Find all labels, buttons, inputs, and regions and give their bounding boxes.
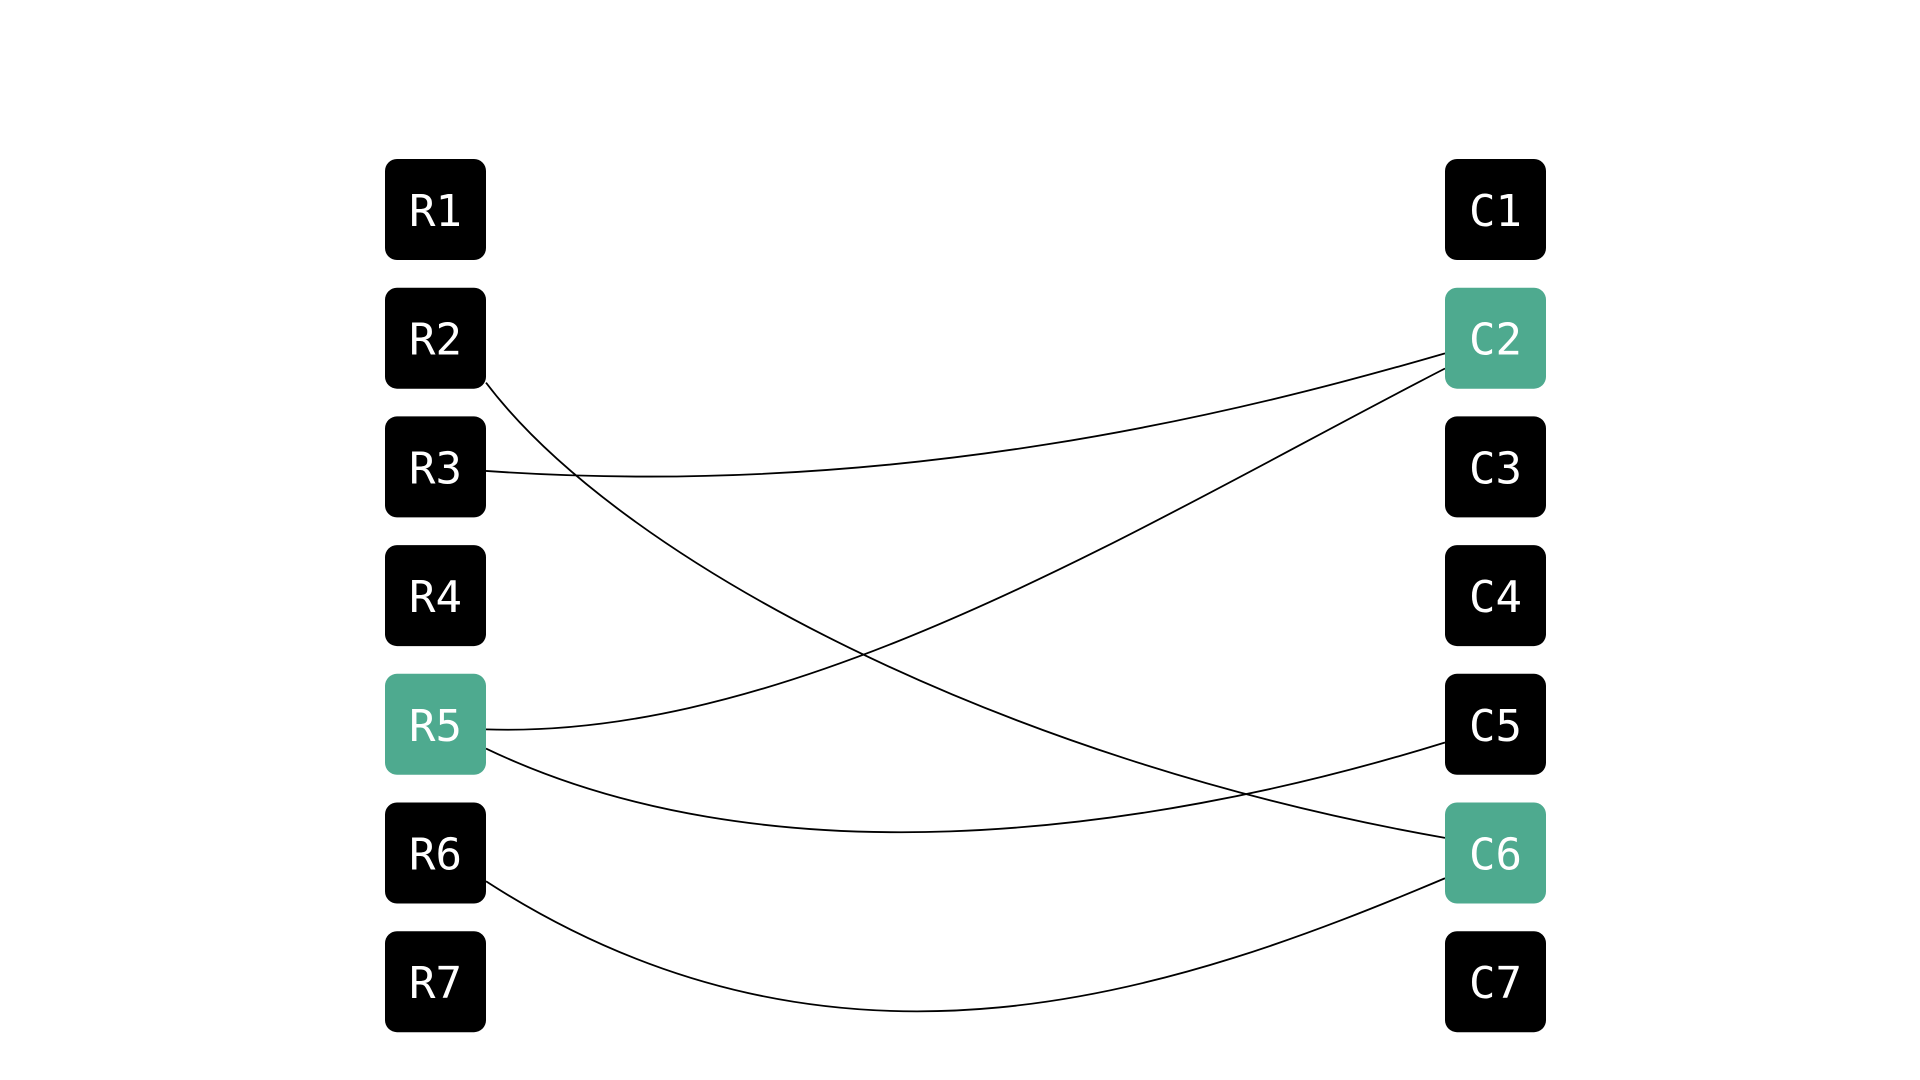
node-c3: C3 — [1445, 416, 1546, 518]
node-box-r6 — [385, 802, 486, 904]
node-box-r7 — [385, 931, 486, 1033]
node-label-c2: C2 — [1469, 315, 1522, 366]
node-box-r4 — [385, 545, 486, 647]
node-r3: R3 — [385, 416, 486, 518]
node-c6: C6 — [1445, 802, 1546, 904]
node-box-c3 — [1445, 416, 1546, 518]
node-box-r2 — [385, 287, 486, 389]
node-c7: C7 — [1445, 931, 1546, 1033]
node-label-r1: R1 — [409, 186, 462, 237]
edge-r5-c5 — [485, 741, 1446, 834]
node-box-c4 — [1445, 545, 1546, 647]
edge-r5-c2 — [485, 367, 1446, 731]
node-label-r6: R6 — [409, 830, 462, 881]
node-r2: R2 — [385, 287, 486, 389]
edge-r3-c2 — [485, 352, 1446, 478]
node-box-r5 — [385, 673, 486, 775]
node-box-c6 — [1445, 802, 1546, 904]
node-box-r1 — [385, 159, 486, 260]
node-box-r3 — [385, 416, 486, 518]
node-label-c4: C4 — [1469, 572, 1522, 623]
node-label-c7: C7 — [1469, 958, 1522, 1009]
node-c2: C2 — [1445, 287, 1546, 389]
node-box-c7 — [1445, 931, 1546, 1033]
node-label-c5: C5 — [1469, 701, 1522, 752]
node-label-c1: C1 — [1469, 186, 1522, 237]
node-c5: C5 — [1445, 673, 1546, 775]
node-r5: R5 — [385, 673, 486, 775]
node-r1: R1 — [385, 159, 486, 260]
edges-layer — [485, 352, 1446, 1013]
node-box-c1 — [1445, 159, 1546, 260]
node-c4: C4 — [1445, 545, 1546, 647]
node-c1: C1 — [1445, 159, 1546, 260]
node-label-c6: C6 — [1469, 830, 1522, 881]
edge-r6-c6 — [485, 877, 1446, 1013]
edge-r2-c6 — [485, 382, 1446, 839]
node-label-c3: C3 — [1469, 443, 1522, 494]
node-label-r2: R2 — [409, 315, 462, 366]
node-r7: R7 — [385, 931, 486, 1033]
node-label-r5: R5 — [409, 701, 462, 752]
node-label-r3: R3 — [409, 443, 462, 494]
node-box-c2 — [1445, 287, 1546, 389]
node-r6: R6 — [385, 802, 486, 904]
node-label-r7: R7 — [409, 958, 462, 1009]
node-box-c5 — [1445, 673, 1546, 775]
node-r4: R4 — [385, 545, 486, 647]
node-label-r4: R4 — [409, 572, 462, 623]
